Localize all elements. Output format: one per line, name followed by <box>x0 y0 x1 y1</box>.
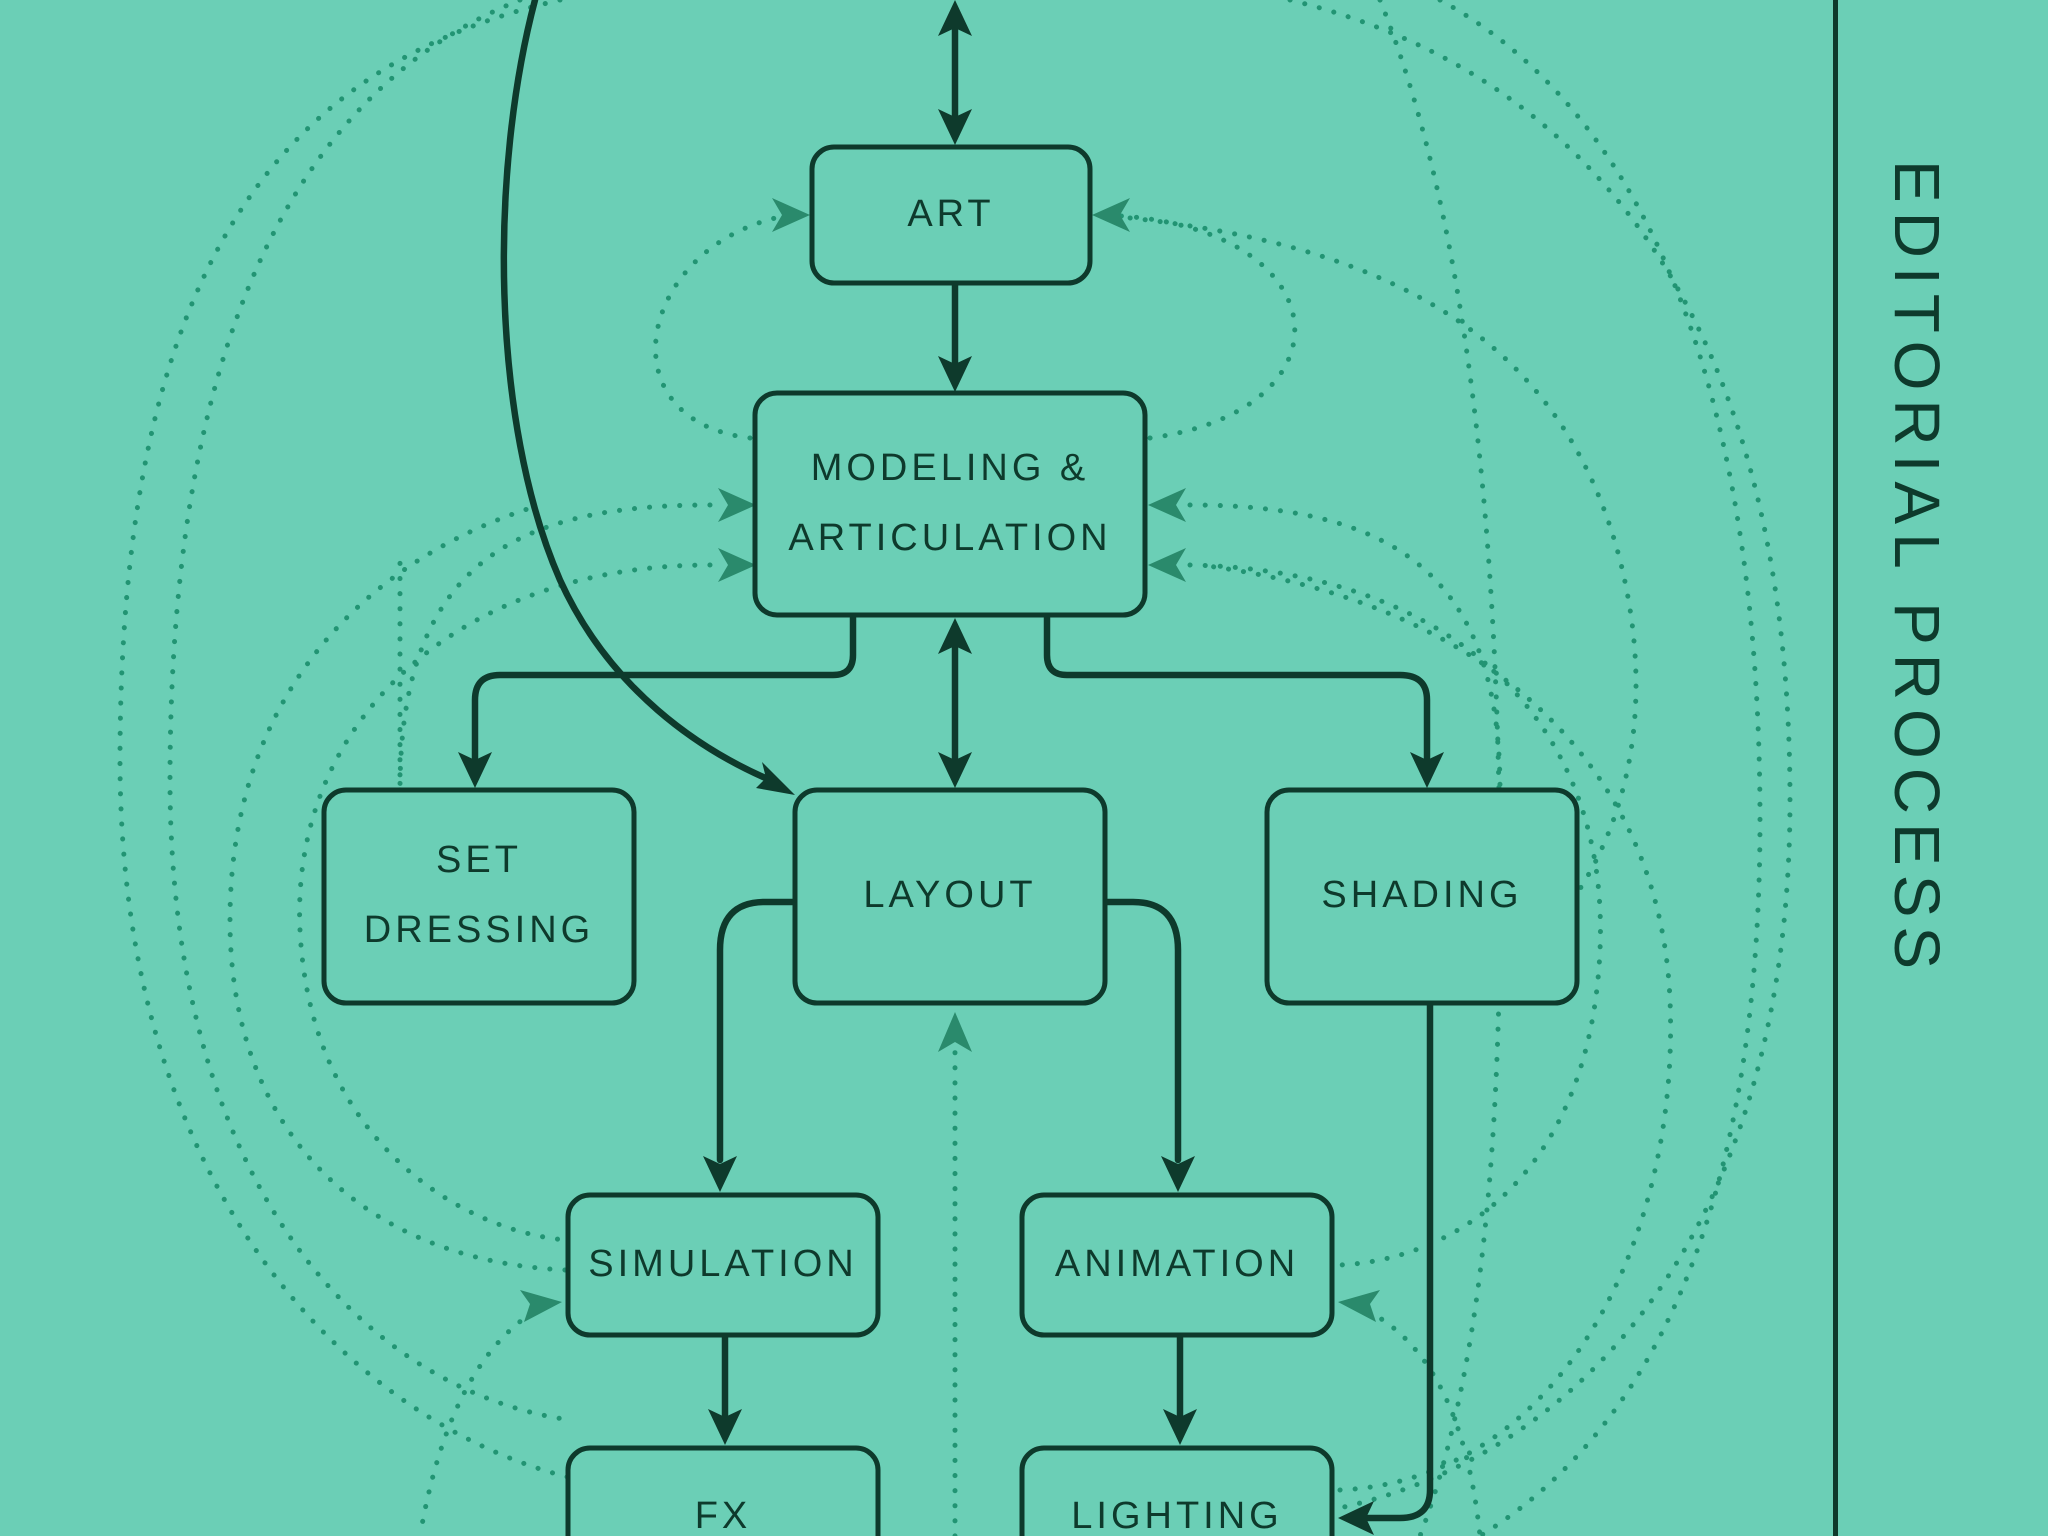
feedback-arrowhead <box>1148 488 1186 522</box>
feedback-loops <box>117 0 1793 1536</box>
node-fx: FX <box>565 1445 881 1536</box>
side-divider <box>1833 0 1838 1536</box>
feedback-loop <box>1287 0 1793 1513</box>
feedback-loop-modeling-left-3 <box>227 502 568 1273</box>
arrow-layout-to-animation <box>1101 898 1182 1164</box>
feedback-loop <box>167 0 573 1423</box>
feedback-arrowhead <box>718 548 756 582</box>
arrow-modeling-to-set-dressing <box>471 614 857 762</box>
feedback-loop-modeling-right-2 <box>1187 562 1603 1268</box>
node-animation-label: ANIMATION <box>1055 1243 1299 1285</box>
arrowhead <box>938 109 972 145</box>
feedback-loop-modeling-right-1 <box>1187 502 1503 793</box>
node-set-dressing-label-line1: SET <box>436 839 522 881</box>
feedback-loop-simulation-left <box>417 1302 548 1536</box>
feedback-loop <box>117 0 583 1483</box>
arrowhead <box>458 752 492 788</box>
feedback-arrowhead <box>1148 548 1186 582</box>
node-modeling-label-line2: ARTICULATION <box>788 517 1111 559</box>
node-art-label: ART <box>907 193 994 235</box>
feedback-arrowheads <box>520 198 1380 1322</box>
feedback-arrowhead <box>1092 198 1130 232</box>
node-simulation-label: SIMULATION <box>588 1243 857 1285</box>
arrowhead <box>938 752 972 788</box>
arrow-modeling-to-shading <box>1043 614 1431 762</box>
node-modeling-label-line1: MODELING & <box>811 447 1090 489</box>
feedback-loop-art-right <box>1097 212 1298 441</box>
feedback-loop <box>1377 0 1503 1536</box>
feedback-arrowhead <box>938 1012 972 1052</box>
feedback-loop-modeling-left-2 <box>297 562 713 1243</box>
node-layout-label: LAYOUT <box>863 874 1036 916</box>
node-simulation: SIMULATION <box>565 1192 881 1338</box>
feedback-loop <box>1437 0 1763 1536</box>
side-title: EDITORIAL PROCESS <box>1881 160 1953 979</box>
arrowhead <box>708 1409 742 1445</box>
arrowhead <box>703 1156 737 1192</box>
feedback-arrowhead <box>772 198 810 232</box>
feedback-arrowhead <box>718 488 756 522</box>
arrowhead <box>1410 752 1444 788</box>
node-layout: LAYOUT <box>792 787 1108 1006</box>
feedback-loop-modeling-left-1 <box>397 502 713 793</box>
arrowhead <box>938 0 972 36</box>
node-shading: SHADING <box>1264 787 1580 1006</box>
node-set-dressing-label-line2: DRESSING <box>364 909 594 951</box>
node-modeling-articulation: MODELING & ARTICULATION <box>752 390 1148 618</box>
flow-arrows <box>458 0 1444 1535</box>
arrowhead <box>938 356 972 392</box>
arrow-layout-to-simulation <box>716 898 797 1164</box>
node-art: ART <box>809 144 1093 286</box>
node-animation: ANIMATION <box>1019 1192 1335 1338</box>
node-set-dressing: SET DRESSING <box>321 787 637 1006</box>
feedback-arrowhead <box>1338 1290 1380 1322</box>
arrow-shading-to-lighting <box>1364 1001 1434 1522</box>
node-shading-label: SHADING <box>1321 874 1522 916</box>
arrowhead <box>1163 1409 1197 1445</box>
node-fx-label: FX <box>695 1495 752 1536</box>
feedback-arrowhead <box>520 1290 562 1322</box>
arrow-editorial-to-layout <box>500 0 774 784</box>
arrowhead <box>1338 1501 1374 1535</box>
feedback-loop-modeling-right-3 <box>1197 562 1674 1493</box>
arrowhead <box>938 618 972 654</box>
arrowhead <box>756 762 795 795</box>
arrowhead <box>1161 1156 1195 1192</box>
node-lighting: LIGHTING <box>1019 1445 1335 1536</box>
node-lighting-label: LIGHTING <box>1071 1495 1282 1536</box>
